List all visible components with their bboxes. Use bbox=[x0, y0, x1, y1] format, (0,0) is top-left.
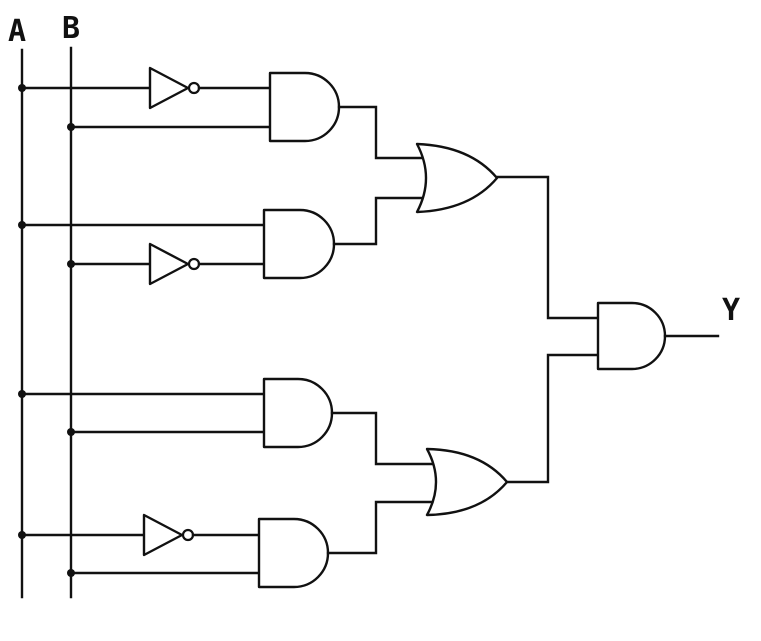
and-gate-4 bbox=[257, 517, 330, 589]
or-gate-1 bbox=[415, 142, 499, 214]
junction-dot bbox=[67, 260, 75, 268]
wire-and2-to-or1 bbox=[332, 196, 425, 246]
junction-dot bbox=[67, 428, 75, 436]
wire-and4-to-or2 bbox=[326, 500, 435, 555]
input-label-a: A bbox=[8, 14, 26, 49]
wire-and3-to-or2 bbox=[330, 411, 435, 466]
not-gate-2 bbox=[69, 242, 266, 286]
and-gate-2 bbox=[262, 208, 336, 280]
not-gate-1-body bbox=[148, 66, 190, 110]
junction-dot bbox=[18, 531, 26, 539]
input-label-b: B bbox=[62, 11, 80, 46]
junction-dot bbox=[67, 123, 75, 131]
and-gate-3 bbox=[262, 377, 334, 449]
and-gate-1 bbox=[268, 71, 341, 143]
junction-dot bbox=[18, 221, 26, 229]
wire-or1-to-and5 bbox=[495, 175, 600, 320]
not-gate-2-bubble bbox=[187, 257, 201, 271]
junction-dot bbox=[18, 390, 26, 398]
junction-dot bbox=[18, 84, 26, 92]
and-gate-5 bbox=[596, 301, 667, 371]
wire-or2-to-and5 bbox=[505, 353, 600, 484]
not-gate-2-body bbox=[148, 242, 190, 286]
or-gate-2 bbox=[425, 447, 509, 517]
not-gate-3-bubble bbox=[181, 528, 195, 542]
not-gate-3-body bbox=[142, 513, 184, 557]
not-gate-3 bbox=[20, 513, 261, 557]
output-label-y: Y bbox=[722, 293, 740, 328]
wire-and1-to-or1 bbox=[337, 105, 425, 160]
not-gate-1 bbox=[20, 66, 272, 110]
not-gate-1-bubble bbox=[187, 81, 201, 95]
junction-dot bbox=[67, 569, 75, 577]
